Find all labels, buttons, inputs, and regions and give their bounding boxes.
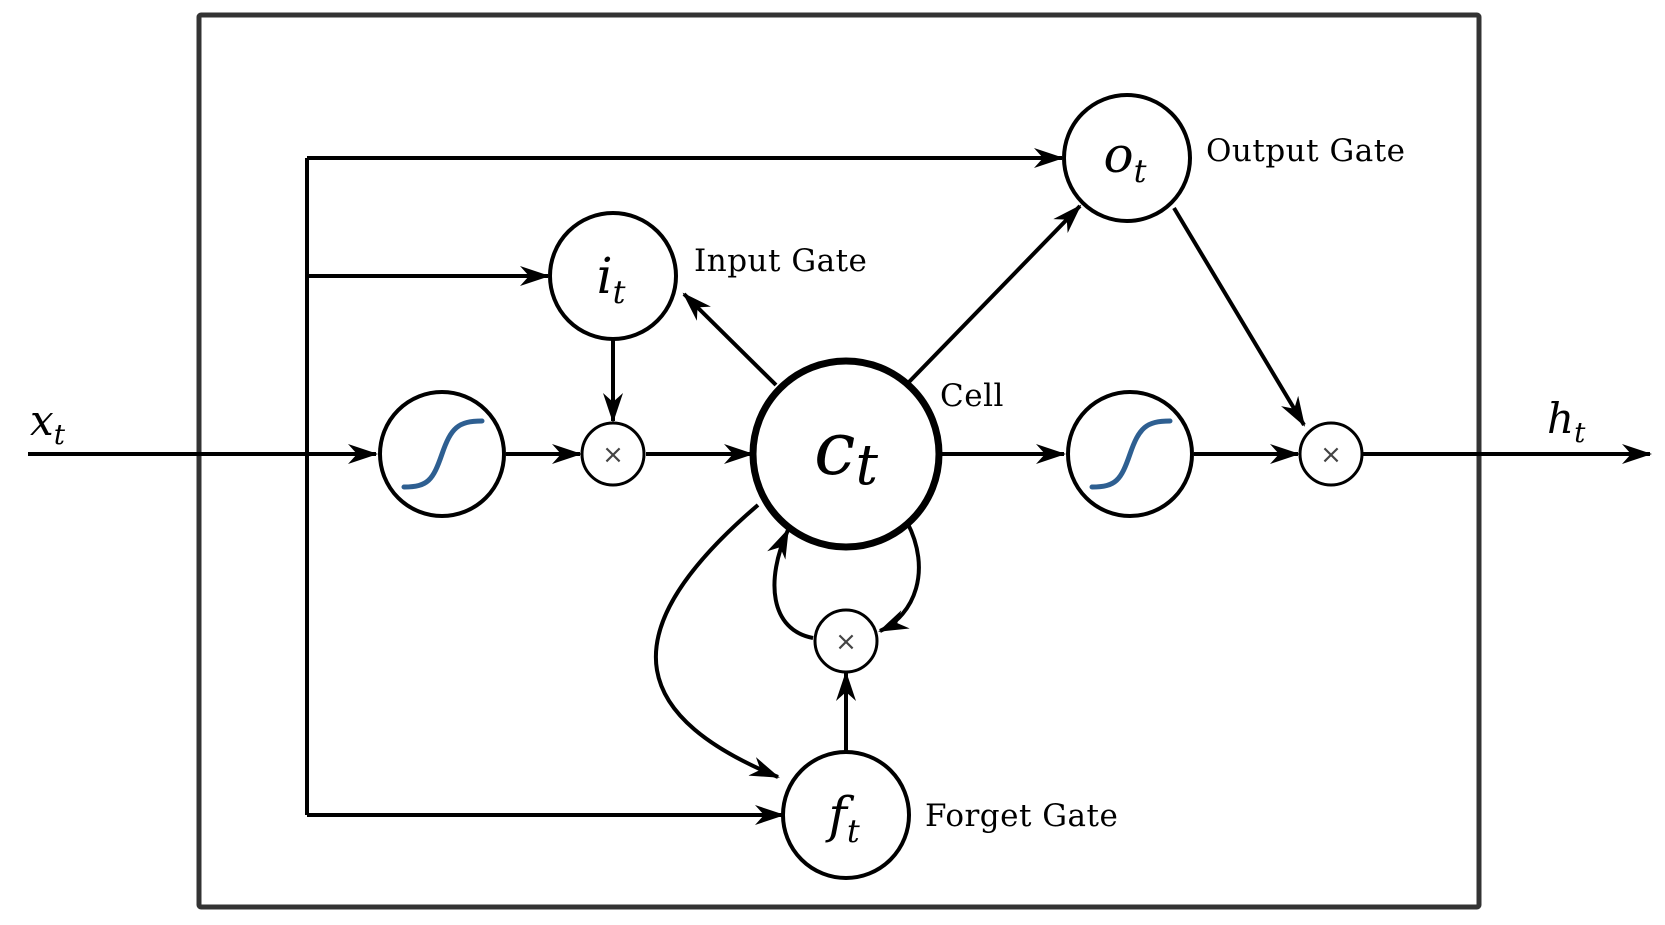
lstm-frame — [196, 12, 1482, 910]
cell-to-multiply-loop — [878, 521, 921, 633]
output-gate-node: ot — [1062, 93, 1192, 223]
output-gate-symbol: o — [1104, 126, 1134, 184]
input-variable-symbol: x — [30, 396, 54, 445]
forget-gate-subscript: t — [847, 812, 860, 850]
cell-subscript: t — [855, 433, 878, 498]
output-gate-subscript: t — [1134, 152, 1147, 190]
connections — [28, 148, 1652, 825]
multiply-icon: × — [1320, 440, 1342, 470]
input-multiply-node: × — [580, 421, 646, 487]
input-gate-node: it — [548, 211, 678, 341]
forget-gate-node: ft — [781, 750, 911, 880]
svg-text:it: it — [597, 247, 626, 311]
input-gate-label: Input Gate — [694, 243, 867, 279]
cell-symbol: c — [814, 406, 855, 492]
output-sigmoid-node — [1066, 390, 1194, 518]
multiply-icon: × — [602, 440, 624, 470]
cell-node: ct — [749, 357, 943, 551]
output-variable-symbol: h — [1547, 394, 1574, 443]
multiply-icon: × — [835, 627, 857, 657]
output-gate-label: Output Gate — [1206, 133, 1406, 169]
cell-label: Cell — [940, 378, 1004, 414]
input-variable-subscript: t — [54, 418, 66, 451]
multiply-to-cell-loop — [767, 528, 814, 640]
input-variable: xt — [30, 396, 66, 451]
forget-multiply-node: × — [813, 608, 879, 674]
input-sigmoid-node — [378, 390, 506, 518]
forget-gate-label: Forget Gate — [925, 798, 1118, 834]
output-variable: ht — [1547, 394, 1586, 449]
input-gate-symbol: i — [597, 247, 613, 305]
output-variable-subscript: t — [1574, 416, 1586, 449]
svg-text:ot: ot — [1104, 126, 1147, 190]
cell-to-output-gate-line — [906, 204, 1082, 385]
sigmoid-curve-icon — [401, 418, 485, 490]
output-gate-to-multiply-line — [1172, 206, 1306, 427]
input-gate-subscript: t — [613, 273, 626, 311]
cell-to-forget-gate-curve — [653, 503, 780, 779]
cell-to-input-gate-line — [682, 292, 778, 387]
output-multiply-node: × — [1298, 421, 1364, 487]
sigmoid-curve-icon — [1089, 418, 1173, 490]
svg-text:ct: ct — [814, 406, 878, 498]
